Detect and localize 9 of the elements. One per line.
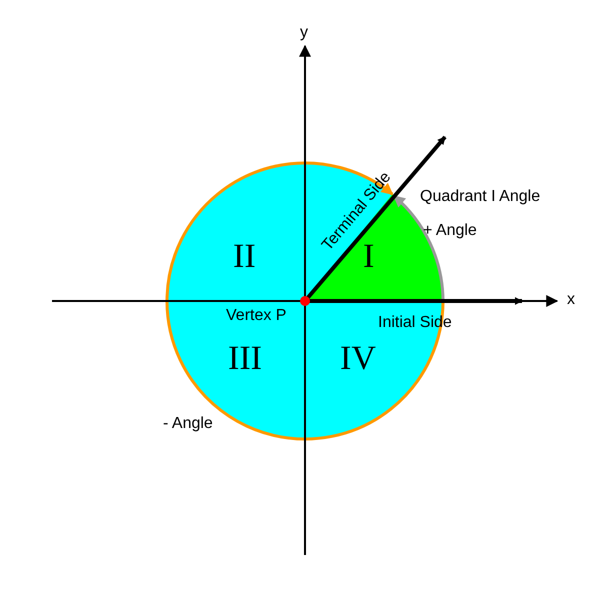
quadrant-numeral: II: [233, 240, 256, 274]
axis-label: x: [567, 292, 575, 308]
angle-label: + Angle: [423, 223, 477, 239]
quadrant-numeral: IV: [340, 342, 376, 376]
vertex-label: Vertex P: [226, 308, 286, 324]
angle-label: Quadrant I Angle: [420, 189, 540, 205]
quadrant-numeral: III: [228, 342, 262, 376]
axis-label: y: [300, 25, 308, 41]
angle-label: - Angle: [163, 416, 213, 432]
